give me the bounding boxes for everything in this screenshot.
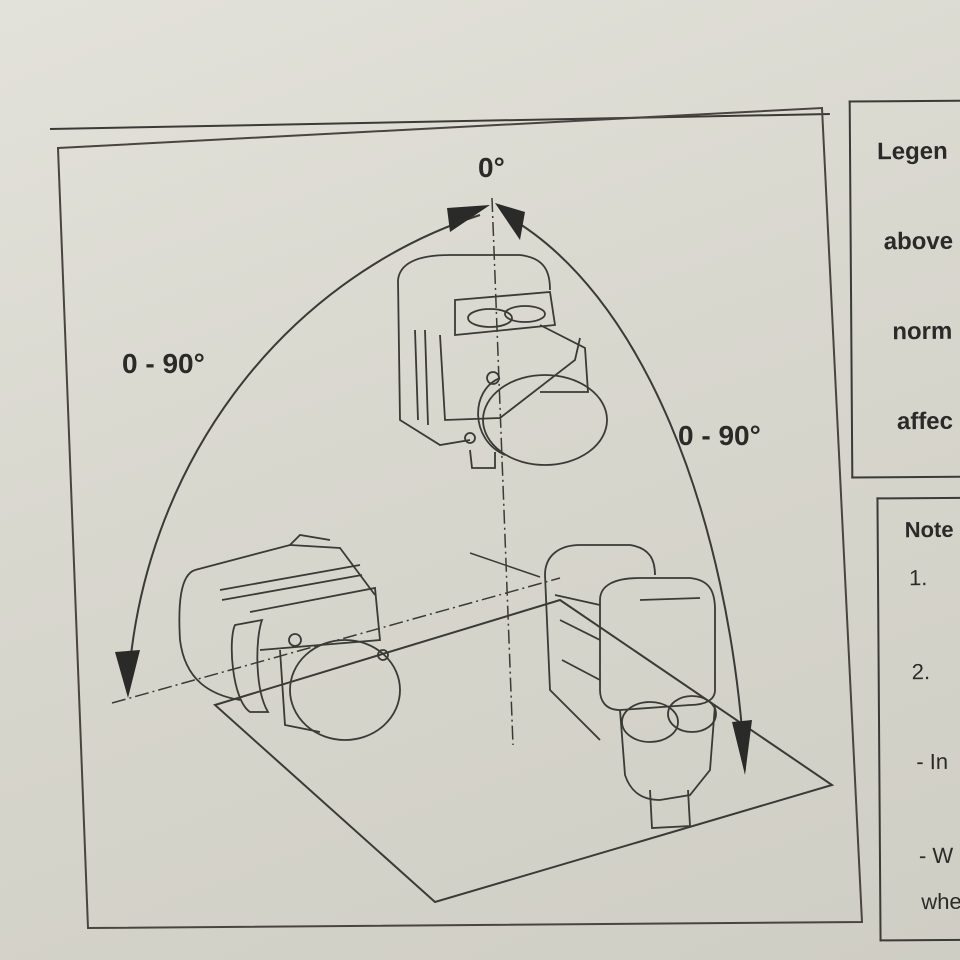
arrow-left-bottom — [115, 650, 140, 698]
notes-title: Note — [904, 516, 954, 543]
arrow-top-right — [495, 203, 525, 240]
notes-item-4: - W — [918, 842, 954, 869]
notes-box: Note 1. 2. - In - W whe — [876, 496, 960, 942]
arrow-top-left — [447, 205, 490, 232]
legend-title: Legen — [876, 137, 948, 166]
legend-line-3: affec — [896, 407, 954, 436]
legend-box: Legen above norm affec — [848, 99, 960, 479]
vertical-axis — [491, 197, 514, 746]
legend-line-2: norm — [892, 317, 953, 346]
figure-border — [56, 106, 864, 930]
heater-unit-top — [397, 254, 608, 469]
notes-item-5: whe — [921, 888, 960, 915]
left-arc — [127, 214, 481, 691]
angle-label-left: 0 - 90° — [122, 348, 205, 379]
base-plate — [213, 598, 835, 904]
notes-item-3: - In — [916, 748, 949, 775]
legend-line-1: above — [883, 227, 954, 256]
arrow-right-bottom — [732, 720, 752, 775]
cross-axis — [469, 552, 541, 578]
horizontal-axis — [111, 577, 561, 704]
heater-unit-left — [178, 534, 401, 741]
notes-item-2: 2. — [911, 659, 931, 685]
right-arc — [504, 214, 746, 771]
notes-item-1: 1. — [908, 565, 928, 591]
heater-unit-right — [544, 544, 717, 829]
angle-label-right: 0 - 90° — [678, 420, 761, 451]
angle-label-top: 0° — [478, 152, 505, 183]
